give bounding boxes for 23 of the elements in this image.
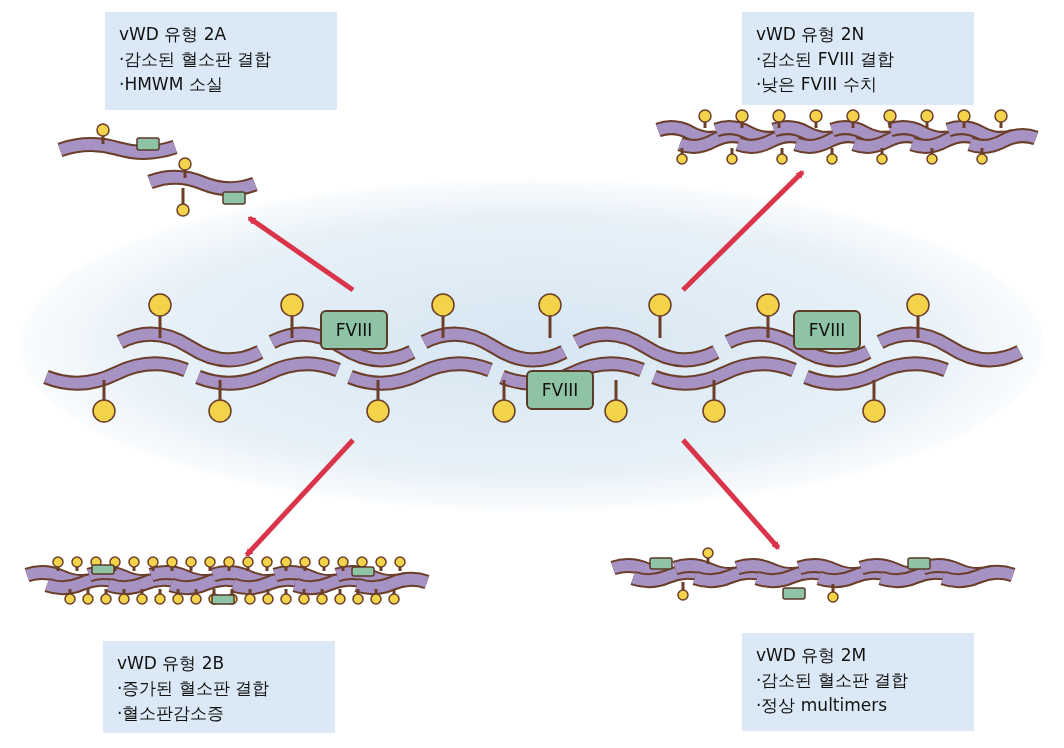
info-box [103,641,335,733]
box-heading: vWD 유형 2A [119,23,228,46]
bullet-text: ·낮은 FVIII 수치 [756,73,878,96]
bullet-text: ·혈소판감소증 [117,702,226,725]
bullet-text: ·정상 multimers [756,694,889,717]
bullet-text: ·증가된 혈소판 결합 [117,677,271,700]
info-box [742,633,974,731]
bullet-text: ·감소된 혈소판 결합 [756,669,910,692]
factor-label-box: FVIII [320,310,388,350]
bullet-text: ·감소된 혈소판 결합 [119,48,273,71]
info-box [742,12,974,105]
info-box [105,12,337,110]
arrow [681,438,781,550]
box-heading: vWD 유형 2M [756,644,868,667]
arrow [247,215,355,293]
box-heading: vWD 유형 2N [756,23,866,46]
bullet-text: ·감소된 FVIII 결합 [756,48,895,71]
arrow [244,438,355,557]
box-heading: vWD 유형 2B [117,652,226,675]
factor-label-box: FVIII [793,310,861,350]
bullet-text: ·HMWM 소실 [119,73,224,96]
arrow [681,170,805,292]
factor-label-box: FVIII [526,370,594,410]
